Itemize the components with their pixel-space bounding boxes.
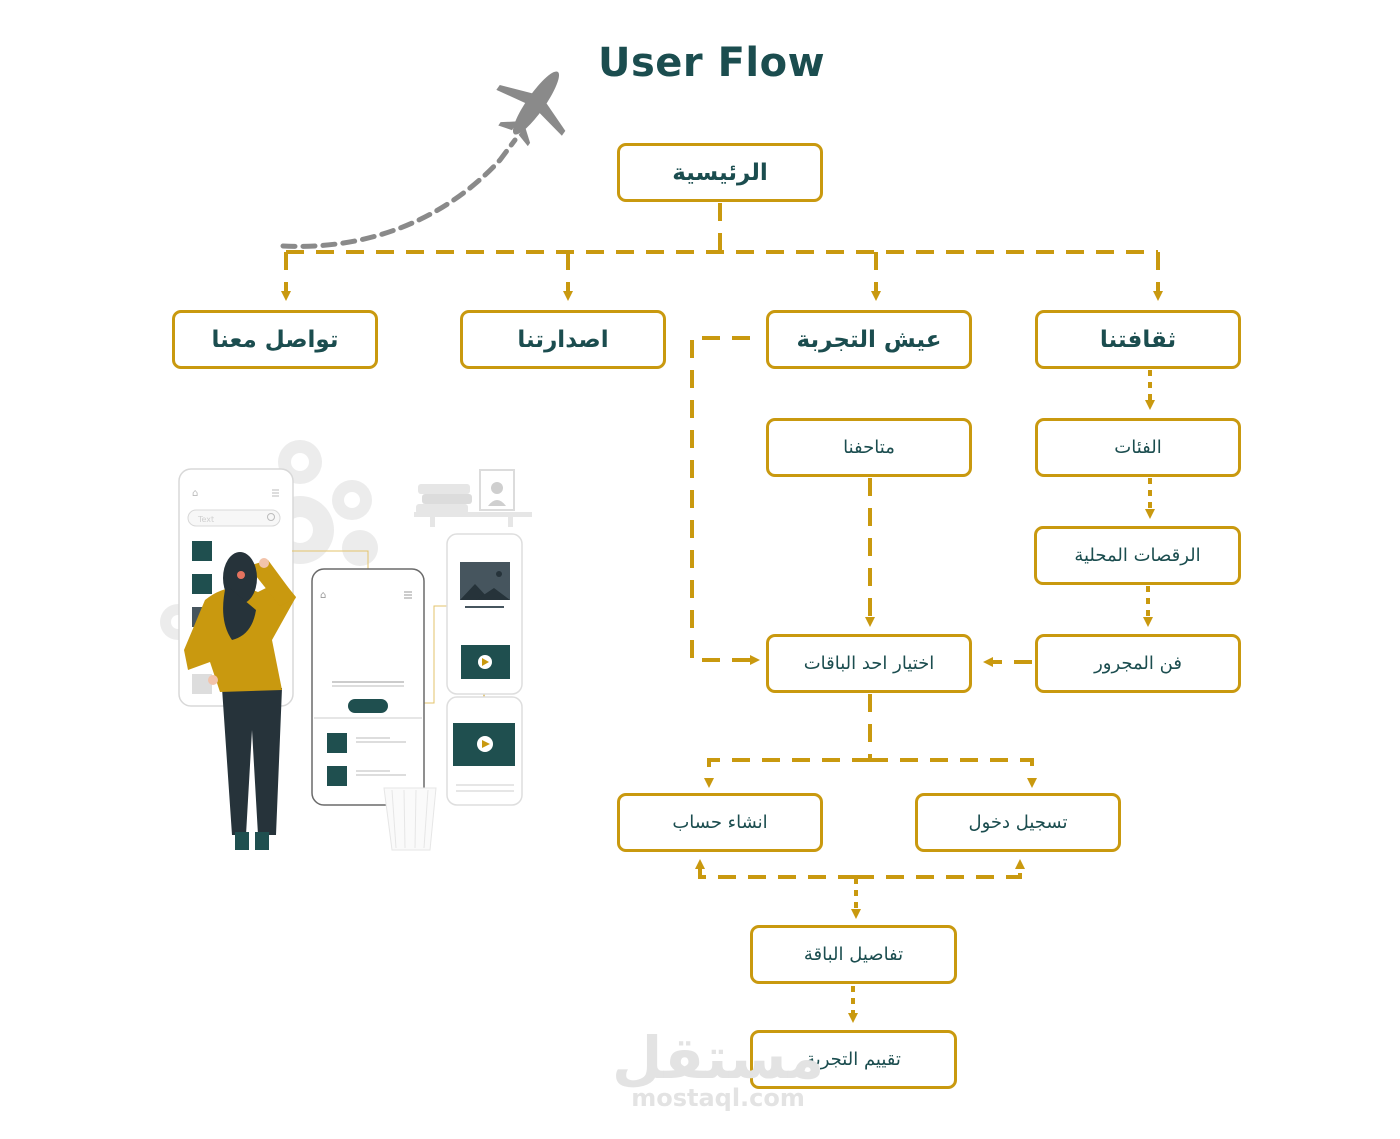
page-title: User Flow	[598, 40, 826, 86]
node-home[interactable]: الرئيسية	[617, 143, 823, 202]
node-label: الرئيسية	[672, 159, 768, 186]
airplane-trail	[280, 137, 518, 249]
home-icon: ⌂	[320, 590, 326, 601]
search-placeholder: Text	[197, 515, 214, 524]
phone-mockup-2: ⌂	[311, 568, 425, 806]
node-label: تفاصيل الباقة	[803, 944, 904, 965]
node-live-experience[interactable]: عيش التجربة	[766, 310, 972, 369]
node-releases[interactable]: اصدارتنا	[460, 310, 666, 369]
node-majrour-art[interactable]: فن المجرور	[1035, 634, 1241, 693]
search-icon	[267, 513, 275, 521]
phone-mockup-4	[446, 696, 523, 806]
node-label: الرقصات المحلية	[1074, 545, 1201, 566]
connector-to-login	[870, 758, 1037, 788]
node-categories[interactable]: الفئات	[1035, 418, 1241, 477]
node-label: انشاء حساب	[672, 812, 768, 833]
node-choose-package[interactable]: اختيار احد الباقات	[766, 634, 972, 693]
node-package-details[interactable]: تفاصيل الباقة	[750, 925, 957, 984]
watermark-arabic: مستقل	[612, 1024, 825, 1092]
node-label: عيش التجربة	[796, 326, 942, 353]
watermark: مستقل mostaql.com	[612, 1028, 824, 1110]
node-label: تقييم التجربة	[806, 1049, 901, 1070]
node-create-account[interactable]: انشاء حساب	[617, 793, 823, 852]
node-label: تسجيل دخول	[968, 812, 1068, 833]
node-contact-us[interactable]: تواصل معنا	[172, 310, 378, 369]
ux-illustration: ⌂ Text ⌂	[160, 440, 532, 851]
connector-to-create-account	[704, 758, 870, 788]
airplane-icon	[496, 71, 566, 147]
phone-mockup-3	[446, 533, 523, 695]
home-icon: ⌂	[192, 488, 198, 499]
connector-live-to-package	[690, 336, 760, 665]
node-label: اختيار احد الباقات	[803, 653, 935, 674]
node-label: متاحفنا	[843, 437, 895, 458]
watermark-latin: mostaql.com	[631, 1084, 805, 1112]
connector-merge-login	[856, 859, 1025, 879]
node-label: ثقافتنا	[1099, 326, 1177, 353]
node-label: الفئات	[1114, 437, 1162, 458]
shelf	[414, 469, 532, 527]
woman-figure	[184, 552, 296, 850]
connector-merge-create	[695, 859, 856, 879]
node-label: اصدارتنا	[517, 326, 609, 353]
node-label: تواصل معنا	[211, 326, 339, 353]
node-label: فن المجرور	[1094, 653, 1182, 674]
basket	[383, 787, 437, 851]
node-our-culture[interactable]: ثقافتنا	[1035, 310, 1241, 369]
menu-icon	[272, 489, 279, 497]
node-login[interactable]: تسجيل دخول	[915, 793, 1121, 852]
node-museums[interactable]: متاحفنا	[766, 418, 972, 477]
node-rate-experience[interactable]: تقييم التجربة	[750, 1030, 957, 1089]
node-local-dances[interactable]: الرقصات المحلية	[1034, 526, 1241, 585]
